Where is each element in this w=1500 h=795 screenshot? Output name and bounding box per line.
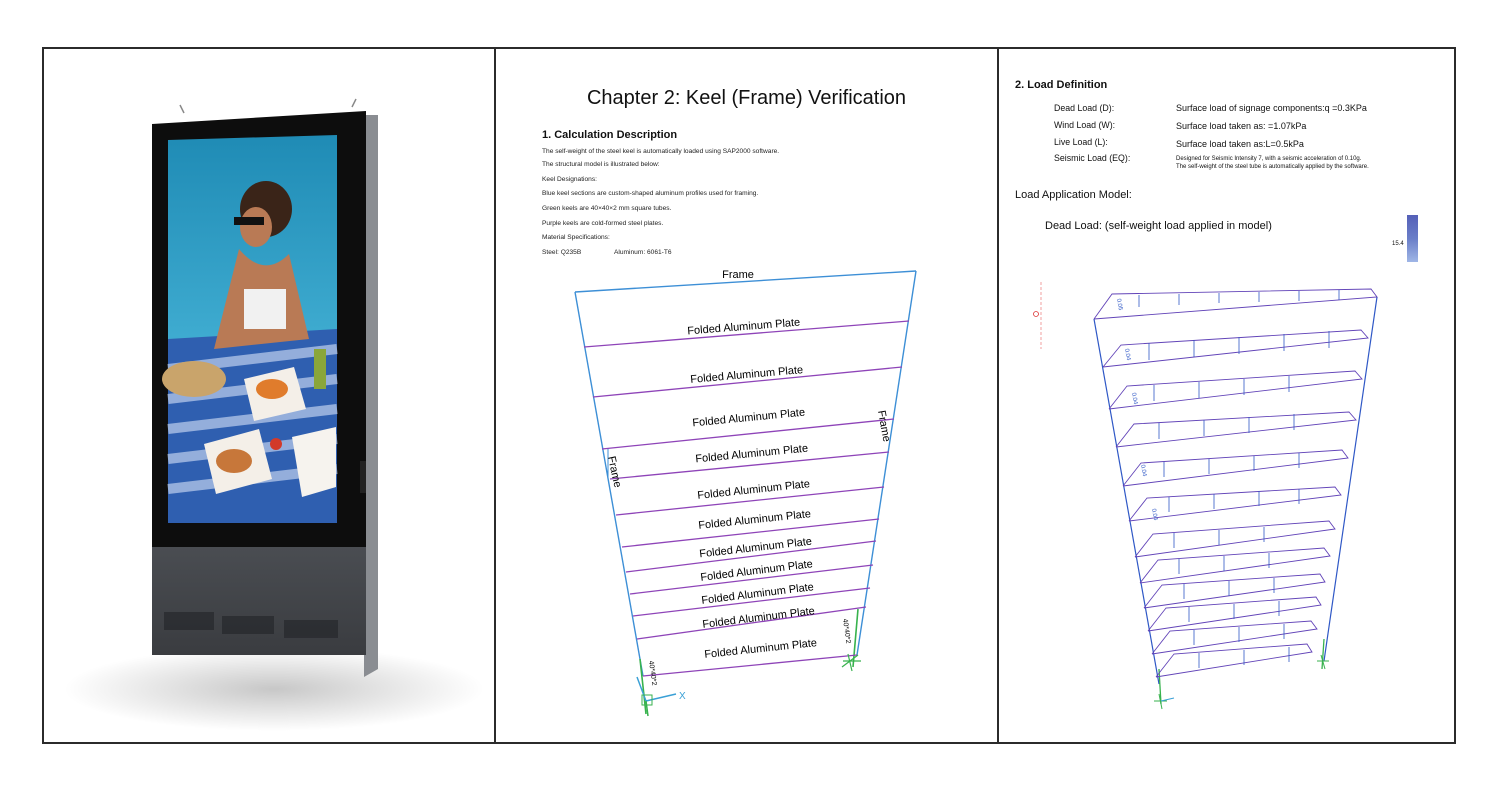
plate-label: Folded Aluminum Plate [700, 558, 814, 584]
load-panel: 2. Load Definition Dead Load (D): Surfac… [997, 49, 1456, 742]
legend-bar [1407, 215, 1418, 262]
hook-right [351, 98, 357, 108]
load-label-wind: Wind Load (W): [1054, 120, 1116, 130]
side-handle [360, 461, 366, 493]
plate-label: Folded Aluminum Plate [697, 478, 811, 502]
purple-plates [583, 320, 910, 677]
plate-label: Folded Aluminum Plate [704, 637, 818, 661]
load-model-diagram: 0.05 0.04 0.04 0.04 0.04 [1033, 282, 1378, 710]
seismic-note: The self-weight of the steel tube is aut… [1176, 164, 1369, 170]
load-section-title: 2. Load Definition [1015, 79, 1108, 91]
frame-left-member [574, 291, 644, 677]
support-right [841, 653, 861, 672]
load-arrows [1138, 290, 1340, 668]
chapter-title: Chapter 2: Keel (Frame) Verification [586, 87, 907, 109]
frame-top-label: Frame [722, 269, 754, 281]
calc-line: Purple keels are cold-formed steel plate… [542, 220, 664, 227]
calc-line: Keel Designations: [542, 176, 597, 183]
load-value-label: 0.04 [1150, 508, 1158, 521]
plate-label: Folded Aluminum Plate [702, 605, 816, 631]
load-value-seismic: Designed for Seismic Intensity 7, with a… [1176, 156, 1362, 162]
hook-left [179, 104, 185, 114]
frame-right-member [856, 270, 917, 656]
load-value-label: 0.04 [1139, 464, 1147, 477]
calc-section-title: 1. Calculation Description [542, 129, 678, 141]
load-value-label: 0.05 [1115, 298, 1123, 311]
load-label-seismic: Seismic Load (EQ): [1054, 153, 1131, 163]
plate-label: Folded Aluminum Plate [699, 536, 813, 561]
load-value-label: 0.04 [1130, 392, 1138, 405]
chapter-panel: Chapter 2: Keel (Frame) Verification 1. … [494, 49, 997, 742]
axis-triad: X [636, 676, 686, 717]
plate-label: Folded Aluminum Plate [701, 581, 815, 607]
frame-right-label: Frame [875, 409, 892, 442]
load-value-dead: Surface load of signage components:q =0.… [1176, 103, 1367, 113]
calc-line: The self-weight of the steel keel is aut… [542, 148, 780, 155]
legend-value: 15.4 [1392, 241, 1404, 247]
green-tube-right [852, 608, 859, 668]
load-green-right [1321, 638, 1325, 670]
tube-label-right: 40*40*2 [841, 618, 851, 644]
load-label-live: Live Load (L): [1054, 137, 1108, 147]
load-green-left [1158, 668, 1162, 705]
load-left-leg [1093, 318, 1160, 685]
vent-grilles [164, 612, 338, 638]
axis-x-label: X [679, 691, 686, 702]
calc-line: Material Specifications: [542, 234, 610, 241]
plate-labels: Folded Aluminum Plate Folded Aluminum Pl… [687, 317, 818, 661]
load-value-wind: Surface load taken as: =1.07kPa [1176, 121, 1307, 131]
kiosk-illustration [64, 98, 484, 731]
aluminum-spec: Aluminum: 6061-T6 [614, 249, 672, 256]
kiosk-panel [44, 49, 494, 742]
calc-line: Green keels are 40×40×2 mm square tubes. [542, 205, 672, 212]
screen-image [162, 135, 338, 523]
floor-shadow [64, 647, 484, 731]
plate-label: Folded Aluminum Plate [692, 407, 806, 430]
load-value-labels: 0.05 0.04 0.04 0.04 0.04 [1115, 298, 1158, 521]
load-supports [1154, 654, 1329, 710]
calc-line: The structural model is illustrated belo… [542, 161, 660, 168]
kiosk-side [364, 115, 378, 677]
figure-frame: Chapter 2: Keel (Frame) Verification 1. … [42, 47, 1456, 744]
frame-model-diagram: Frame Frame Frame Folded Aluminum Plate … [574, 269, 917, 717]
load-boxes [1093, 288, 1378, 678]
dead-load-title: Dead Load: (self-weight load applied in … [1045, 220, 1272, 232]
calc-line: Blue keel sections are custom-shaped alu… [542, 190, 759, 197]
steel-spec: Steel: Q235B [542, 249, 582, 256]
load-value-label: 0.04 [1123, 348, 1131, 361]
load-label-dead: Dead Load (D): [1054, 103, 1115, 113]
load-right-leg [1323, 296, 1378, 662]
load-model-title: Load Application Model: [1015, 189, 1132, 201]
tube-label-left: 40*40*2 [647, 660, 657, 686]
kiosk-base [152, 547, 366, 655]
load-value-live: Surface load taken as:L=0.5kPa [1176, 139, 1304, 149]
frame-top-member [574, 270, 917, 293]
